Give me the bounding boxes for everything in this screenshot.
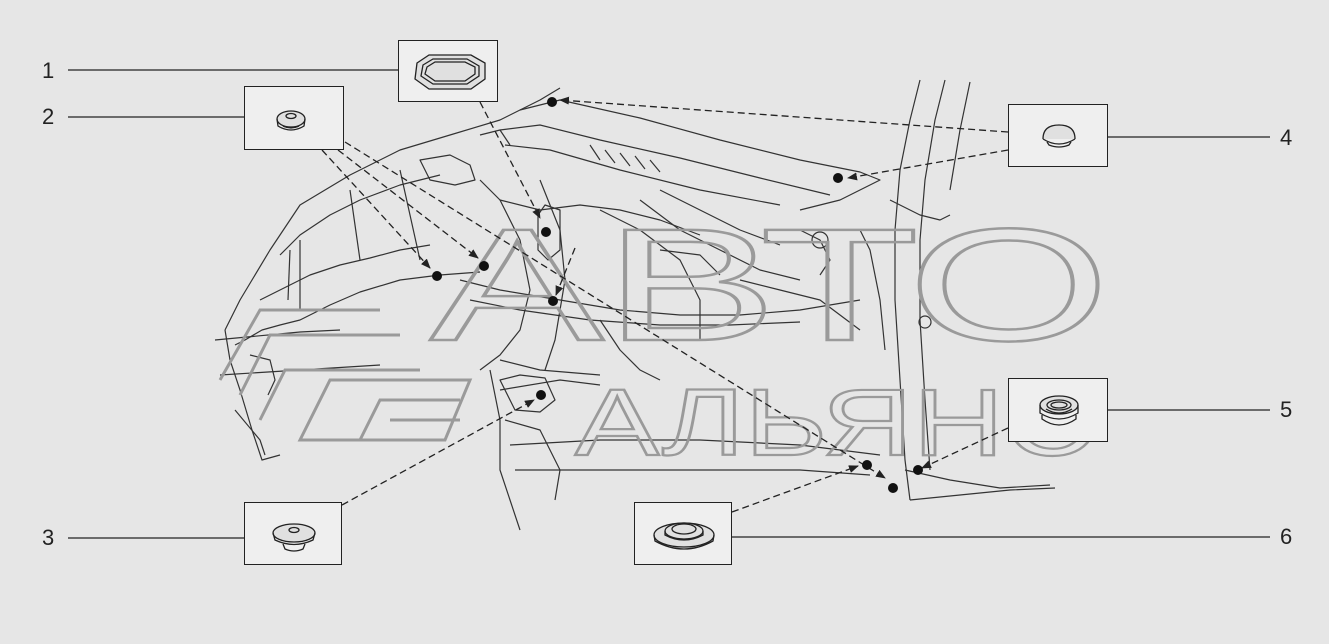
location-dot xyxy=(833,173,843,183)
callout-number-1: 1 xyxy=(42,58,55,83)
part-box-3 xyxy=(244,502,342,565)
location-dots xyxy=(432,97,923,493)
dome-plug-icon xyxy=(1042,124,1076,148)
location-dot xyxy=(547,97,557,107)
oval-grommet-icon xyxy=(414,54,486,90)
leader-lines xyxy=(68,69,1270,539)
part-box-4 xyxy=(1008,104,1108,167)
location-dot xyxy=(862,460,872,470)
callout-number-2: 2 xyxy=(42,104,55,129)
location-dot xyxy=(888,483,898,493)
watermark-logo-icon xyxy=(218,308,473,442)
ring-grommet-icon xyxy=(1039,395,1079,426)
small-plug-icon xyxy=(276,110,306,131)
watermark: АВТО АЛЬЯНС xyxy=(218,194,1111,477)
location-dot xyxy=(913,465,923,475)
location-dot xyxy=(536,390,546,400)
callout-number-3: 3 xyxy=(42,525,55,550)
location-dot xyxy=(432,271,442,281)
pointer-lines xyxy=(321,96,1009,513)
part-box-6 xyxy=(634,502,732,565)
callout-number-6: 6 xyxy=(1280,524,1293,549)
location-dot xyxy=(548,296,558,306)
part-box-2 xyxy=(244,86,344,150)
round-plug-icon xyxy=(272,523,316,552)
part-box-1 xyxy=(398,40,498,102)
callout-number-5: 5 xyxy=(1280,397,1293,422)
part-box-5 xyxy=(1008,378,1108,442)
flat-grommet-icon xyxy=(653,522,715,550)
location-dot xyxy=(479,261,489,271)
location-dot xyxy=(541,227,551,237)
callout-number-4: 4 xyxy=(1280,125,1293,150)
watermark-line1: АВТО xyxy=(430,195,1110,374)
